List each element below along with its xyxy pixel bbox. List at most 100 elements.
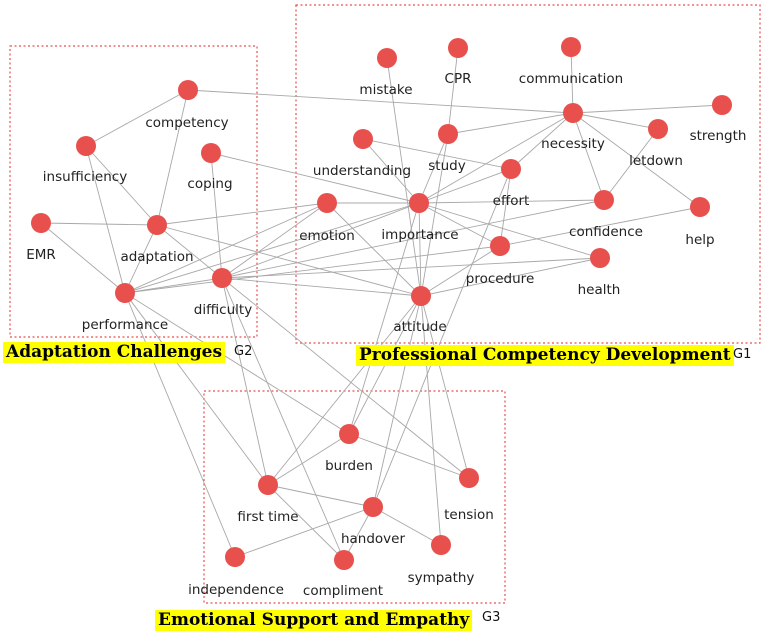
edge-cpr-study [447, 47, 459, 135]
edge-importance-burden [348, 202, 420, 435]
edge-emr-adaptation [40, 222, 158, 226]
edge-letdown-confidence [603, 128, 659, 201]
edge-first_time-handover [267, 484, 374, 508]
node-label-study: study [428, 158, 465, 174]
node-label-sympathy: sympathy [408, 570, 475, 586]
edge-understanding-effort [362, 138, 512, 170]
node-label-burden: burden [325, 458, 373, 474]
node-label-communication: communication [519, 71, 623, 87]
node-compliment [334, 550, 354, 570]
node-labels: mistake CPR communication necessity strength… [26, 71, 746, 599]
group-code-g1: G1 [733, 347, 752, 362]
edge-adaptation-difficulty [156, 224, 223, 279]
node-label-effort: effort [493, 193, 530, 209]
edge-competency-insufficiency [85, 89, 189, 147]
node-emr [31, 213, 51, 233]
node-coping [201, 143, 221, 163]
edge-insufficiency-performance [85, 145, 126, 294]
edge-difficulty-emotion [221, 202, 328, 279]
node-effort [501, 159, 521, 179]
node-handover [363, 497, 383, 517]
edge-necessity-study [447, 112, 574, 135]
nodes [31, 37, 732, 570]
edge-attitude-difficulty [221, 277, 422, 297]
edge-performance-emotion [124, 202, 328, 294]
edge-procedure-performance [124, 245, 501, 294]
edge-burden-first_time [267, 433, 350, 486]
edge-handover-compliment [343, 506, 374, 561]
edge-confidence-difficulty [221, 199, 605, 279]
edge-necessity-confidence [572, 112, 605, 201]
node-performance [115, 283, 135, 303]
group-title-g2: Adaptation Challenges [3, 342, 226, 363]
node-burden [339, 424, 359, 444]
edge-importance-procedure [418, 202, 501, 247]
node-confidence [594, 190, 614, 210]
node-label-cpr: CPR [445, 71, 472, 87]
edge-coping-importance [210, 152, 420, 204]
node-label-adaptation: adaptation [120, 249, 193, 265]
group-box-g2 [9, 45, 258, 338]
edge-attitude-adaptation [156, 224, 422, 297]
node-insufficiency [76, 136, 96, 156]
node-label-compliment: compliment [303, 583, 383, 599]
edge-performance-first_time [124, 292, 269, 486]
group-title-g3: Emotional Support and Empathy [155, 610, 473, 631]
node-label-competency: competency [145, 115, 228, 131]
node-label-mistake: mistake [359, 82, 412, 98]
edge-adaptation-performance [124, 224, 158, 294]
edge-coping-difficulty [210, 152, 223, 279]
node-communication [561, 37, 581, 57]
edge-health-attitude [420, 257, 601, 297]
node-mistake [377, 48, 397, 68]
edge-help-procedure [499, 206, 701, 247]
edge-difficulty-compliment [221, 277, 345, 561]
edge-difficulty-tension [221, 277, 470, 479]
edge-performance-independence [124, 292, 236, 558]
edge-adaptation-insufficiency [85, 145, 158, 226]
edge-burden-tension [348, 433, 470, 479]
node-attitude [411, 286, 431, 306]
node-label-attitude: attitude [393, 319, 446, 335]
node-health [590, 248, 610, 268]
node-label-strength: strength [690, 128, 747, 144]
node-procedure [490, 236, 510, 256]
edge-health-difficulty [221, 257, 601, 279]
edge-procedure-attitude [420, 245, 501, 297]
node-necessity [563, 103, 583, 123]
node-adaptation [147, 215, 167, 235]
edges [40, 46, 723, 561]
node-label-health: health [578, 282, 621, 298]
node-independence [225, 547, 245, 567]
group-code-g3: G3 [482, 610, 501, 625]
edge-effort-importance [418, 168, 512, 204]
node-label-independence: independence [188, 582, 284, 598]
edge-competency-necessity [187, 89, 574, 114]
edge-effort-procedure [499, 168, 512, 247]
edge-adaptation-emotion [156, 202, 328, 226]
node-strength [712, 95, 732, 115]
edge-communication-necessity [570, 46, 574, 114]
node-label-necessity: necessity [541, 136, 605, 152]
node-competency [178, 80, 198, 100]
edge-necessity-help [572, 112, 701, 208]
edge-effort-handover [372, 168, 512, 508]
node-label-emotion: emotion [299, 228, 355, 244]
edge-adaptation-competency [156, 89, 189, 226]
edge-attitude-first_time [267, 295, 422, 486]
node-importance [409, 193, 429, 213]
group-box-g3 [203, 390, 506, 604]
node-difficulty [212, 268, 232, 288]
node-study [438, 124, 458, 144]
edge-attitude-tension [420, 295, 470, 479]
edge-importance-difficulty [221, 202, 420, 279]
node-label-confidence: confidence [569, 224, 643, 240]
edge-handover-sympathy [372, 506, 442, 546]
edge-importance-performance [124, 202, 420, 294]
node-label-handover: handover [341, 531, 406, 547]
node-label-coping: coping [187, 176, 232, 192]
node-first_time [258, 475, 278, 495]
node-label-letdown: letdown [629, 153, 683, 169]
edge-handover-independence [234, 506, 374, 558]
